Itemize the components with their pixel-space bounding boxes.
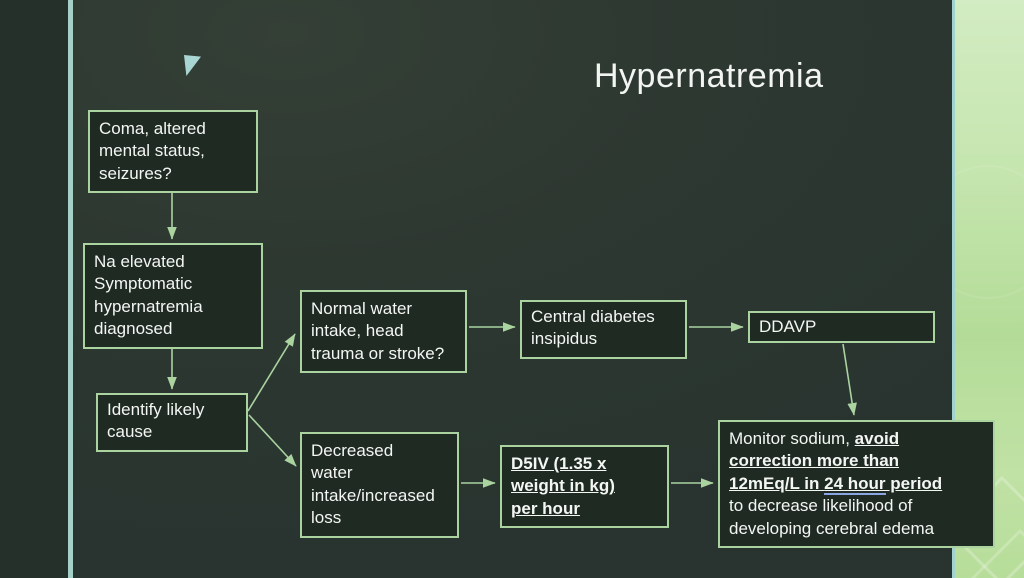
left-rail <box>0 0 68 578</box>
flow-node-decreased-water-intake: Decreased water intake/increased loss <box>300 432 459 538</box>
flow-node-coma-symptoms: Coma, altered mental status, seizures? <box>88 110 258 194</box>
flow-node-identify-cause: Identify likely cause <box>96 393 248 452</box>
flow-node-central-diabetes-insipidus: Central diabetes insipidus <box>520 300 687 359</box>
text-segment: Monitor sodium, <box>729 429 855 448</box>
flow-node-ddavp: DDAVP <box>748 311 935 344</box>
flow-node-monitor-sodium: Monitor sodium, avoid correction more th… <box>718 420 995 549</box>
teal-accent-line <box>68 0 73 578</box>
flow-node-d5iv-rate: D5IV (1.35 x weight in kg) per hour <box>500 445 669 529</box>
connector-identify-to-normal-water <box>247 333 296 412</box>
text-segment: avoid correction more than 12mEq/L in <box>729 429 900 493</box>
flow-node-na-elevated: Na elevated Symptomatic hypernatremia di… <box>83 243 263 349</box>
flow-node-normal-water-intake: Normal water intake, head trauma or stro… <box>300 290 467 374</box>
slide-title: Hypernatremia <box>594 57 824 95</box>
text-segment: to decrease likelihood of developing cer… <box>729 496 935 538</box>
strip-circle-decoration <box>955 165 1024 299</box>
connector-ddavp-to-monitor <box>842 343 857 416</box>
text-segment: 24 hour <box>824 473 886 495</box>
connector-identify-to-decreased-water <box>248 414 297 467</box>
text-segment: period <box>885 473 943 493</box>
